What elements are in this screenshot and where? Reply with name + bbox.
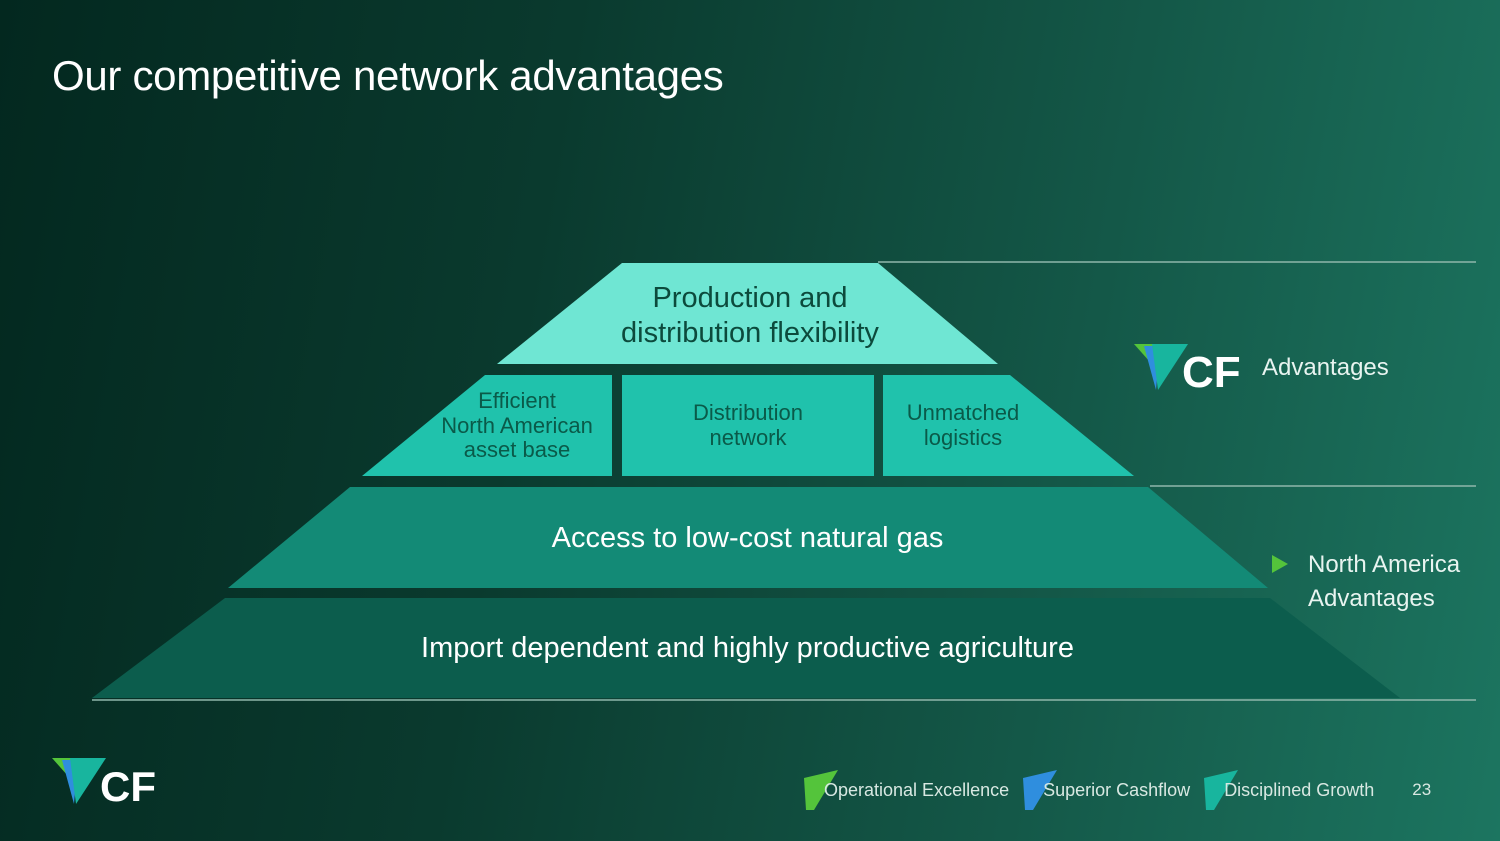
cf-logo-icon-bottom: CF (52, 758, 156, 810)
tier1-line1: Production and (652, 282, 848, 315)
tier2-shape-right (883, 375, 1134, 476)
pillar-operational-excellence: Operational Excellence (804, 770, 1009, 810)
cf-logo-icon: CF (1134, 344, 1241, 396)
tier1-shape (497, 263, 998, 364)
page-number: 23 (1412, 780, 1432, 799)
tier4-label: Import dependent and highly productive a… (421, 631, 1074, 664)
tier2-logistics-line1: Unmatched (906, 400, 1020, 426)
tier2-asset-line1: Efficient (478, 388, 556, 414)
tier4-shape (92, 598, 1400, 698)
tier2-logistics-line2: logistics (923, 425, 1003, 450)
cf-advantages-legend: CF Advantages (1134, 340, 1389, 396)
tier2-shape-center (622, 375, 874, 476)
tier2-shape-left (362, 375, 612, 476)
green-swoosh-icon (804, 770, 838, 810)
blue-swoosh-icon (1023, 770, 1058, 810)
tier2-distribution-line2: network (709, 425, 787, 450)
footer-logo-text: CF (100, 763, 156, 810)
cf-logo-text: CF (1182, 348, 1241, 396)
pillar-disciplined-growth: Disciplined Growth (1204, 770, 1374, 810)
slide-title: Our competitive network advantages (52, 52, 724, 99)
tier2-distribution-line1: Distribution (692, 400, 804, 426)
na-line1: North America (1308, 551, 1461, 578)
footer-pillars: Operational Excellence Superior Cashflow… (804, 770, 1431, 810)
tier3-label: Access to low-cost natural gas (551, 521, 944, 554)
cf-advantages-label: Advantages (1262, 354, 1389, 381)
tier1-line2: distribution flexibility (621, 317, 879, 349)
pillar-label-growth: Disciplined Growth (1224, 779, 1375, 800)
tier2-asset-line3: asset base (463, 437, 571, 463)
pillar-label-cashflow: Superior Cashflow (1043, 779, 1191, 800)
play-arrow-icon (1272, 555, 1288, 573)
footer-cf-logo: CF (52, 754, 164, 815)
tier2-asset-line2: North American (441, 412, 593, 438)
pillar-label-operational: Operational Excellence (824, 779, 1010, 800)
na-line2: Advantages (1308, 585, 1435, 612)
tier3-shape (228, 487, 1268, 588)
teal-swoosh-icon (1204, 770, 1239, 810)
pillar-superior-cashflow: Superior Cashflow (1023, 770, 1190, 810)
